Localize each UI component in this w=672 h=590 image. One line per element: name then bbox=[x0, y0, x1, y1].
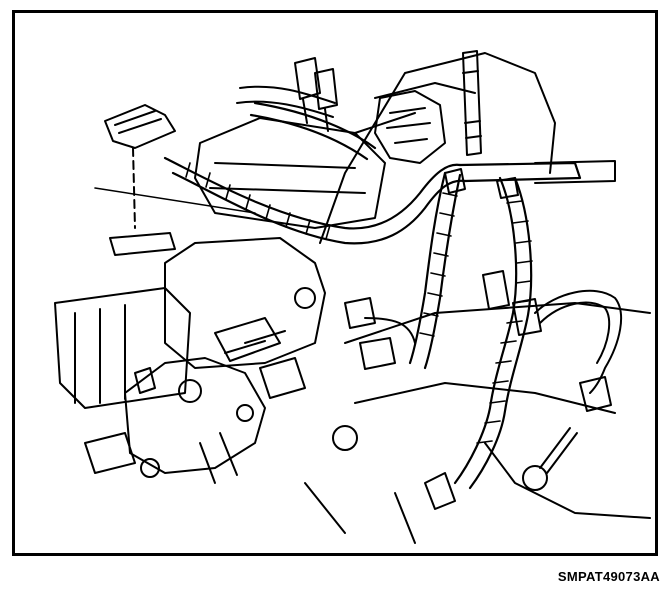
valve-cover bbox=[194, 117, 386, 229]
illustration-frame bbox=[12, 10, 658, 556]
connector-upper-left bbox=[104, 104, 176, 256]
harness-wrap-ridges bbox=[185, 162, 533, 444]
switch-assembly bbox=[84, 317, 306, 484]
leader-line bbox=[94, 187, 256, 214]
bolt-fittings bbox=[294, 287, 578, 510]
engine-housing bbox=[54, 52, 651, 544]
technical-line-drawing bbox=[54, 50, 651, 544]
connector-right bbox=[482, 270, 623, 412]
connector-mid bbox=[344, 297, 416, 370]
connector-top-center bbox=[294, 57, 338, 132]
wiring-harness-main bbox=[163, 101, 582, 490]
hose-right bbox=[236, 85, 616, 184]
bracket-connector bbox=[374, 90, 446, 164]
harness-clips bbox=[134, 168, 519, 394]
sensor-tube bbox=[462, 50, 482, 156]
figure-id-label: SMPAT49073AA bbox=[557, 569, 660, 584]
